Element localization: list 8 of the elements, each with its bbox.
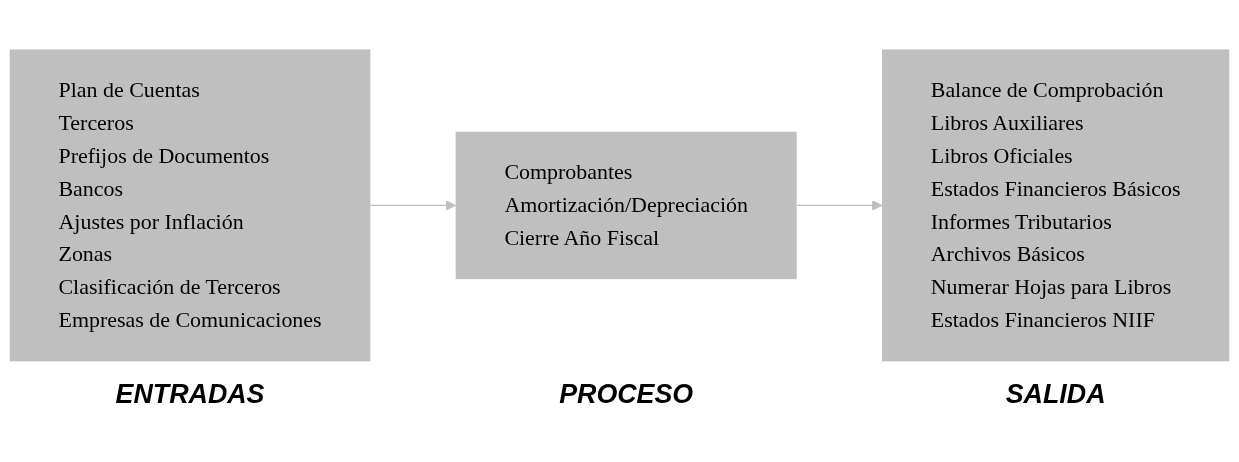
arrow	[369, 200, 457, 211]
caption-text: PROCESO	[559, 378, 694, 409]
list-box: Plan de Cuentas Terceros Prefijos de Documentos Bancos Ajustes por Inflación Zonas Clasificación de Terceros Empresas de Comunicaciones	[9, 49, 371, 362]
caption-text: SALIDA	[1005, 378, 1106, 409]
caption-text: ENTRADAS	[115, 378, 265, 409]
arrow	[796, 200, 883, 211]
list-box: Comprobantes Amortización/Depreciación Cierre Año Fiscal	[455, 131, 797, 280]
list-box: Balance de Comprobación Libros Auxiliares Libros Oficiales Estados Financieros Básicos Informes Tributarios Archivos Básicos Numerar Hojas para Libros Estados Financieros NIIF	[882, 49, 1230, 362]
